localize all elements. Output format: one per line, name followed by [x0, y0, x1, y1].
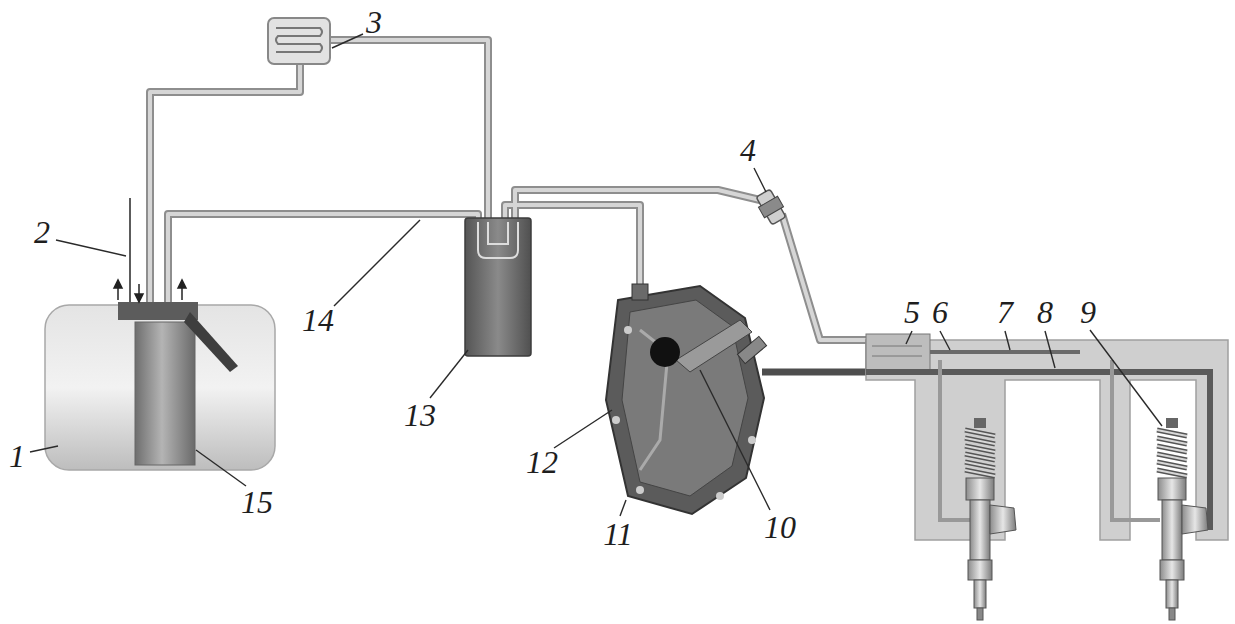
callout-number: 14 [302, 303, 334, 337]
callout-number: 6 [932, 295, 948, 329]
callout-number: 4 [740, 133, 756, 167]
callout-number: 8 [1037, 295, 1053, 329]
callout-number: 9 [1080, 295, 1096, 329]
callout-number: 10 [764, 510, 796, 544]
callout-number: 12 [526, 445, 558, 479]
callout-number: 15 [241, 485, 273, 519]
callout-number: 1 [9, 439, 25, 473]
callout-number: 5 [904, 295, 920, 329]
callout-number: 3 [366, 5, 382, 39]
callout-number: 11 [603, 517, 633, 551]
callout-number: 13 [404, 398, 436, 432]
callout-number: 2 [34, 215, 50, 249]
callout-number: 7 [997, 295, 1013, 329]
